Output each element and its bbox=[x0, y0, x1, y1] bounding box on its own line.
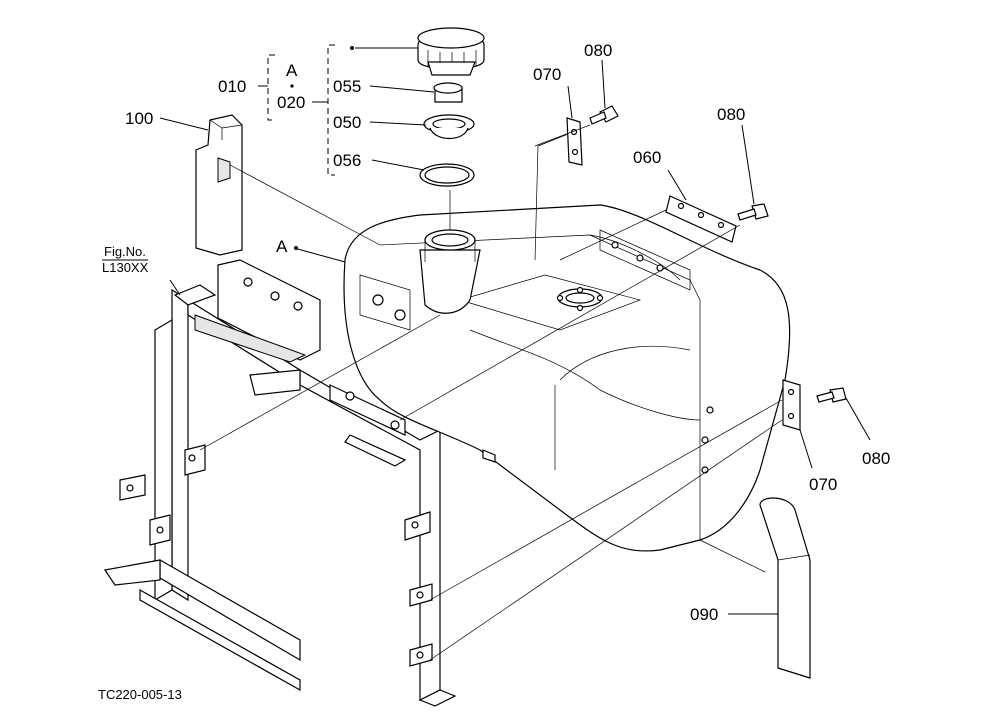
part-050 bbox=[423, 114, 475, 140]
label-055: 055 bbox=[333, 77, 361, 96]
label-020: 020 bbox=[277, 93, 305, 112]
part-100-rubber-pad bbox=[195, 114, 243, 256]
fuel-cap bbox=[417, 27, 485, 76]
frame-assembly bbox=[103, 259, 457, 707]
label-090: 090 bbox=[690, 605, 718, 624]
part-070-plate-right bbox=[782, 379, 801, 431]
label-100: 100 bbox=[125, 109, 153, 128]
label-080-top: 080 bbox=[584, 41, 612, 60]
label-070-right: 070 bbox=[809, 475, 837, 494]
label-070-top: 070 bbox=[533, 65, 561, 84]
part-055 bbox=[433, 82, 463, 103]
part-070-plate-top bbox=[566, 117, 583, 166]
label-060: 060 bbox=[633, 148, 661, 167]
label-010: 010 bbox=[218, 77, 246, 96]
part-labels: 010 A 020 055 050 056 100 070 080 080 06… bbox=[98, 41, 890, 702]
label-fig-ref: L130XX bbox=[102, 260, 149, 275]
part-060-plate bbox=[665, 195, 737, 243]
fuel-tank bbox=[343, 204, 791, 552]
part-080-bolt-top bbox=[589, 105, 619, 125]
part-090-rubber-pad bbox=[759, 497, 811, 679]
label-080-right: 080 bbox=[862, 449, 890, 468]
leader-lines bbox=[159, 44, 871, 661]
part-080-bolt-right bbox=[816, 387, 847, 403]
drawing-code: TC220-005-13 bbox=[98, 687, 182, 702]
part-080-bolt-mid bbox=[737, 203, 769, 221]
label-a-tank: A bbox=[276, 237, 288, 256]
label-080-mid: 080 bbox=[717, 105, 745, 124]
part-056 bbox=[419, 163, 475, 187]
label-fig-no: Fig.No. bbox=[104, 244, 146, 259]
label-a-top: A bbox=[286, 61, 298, 80]
label-056: 056 bbox=[333, 151, 361, 170]
label-050: 050 bbox=[333, 113, 361, 132]
